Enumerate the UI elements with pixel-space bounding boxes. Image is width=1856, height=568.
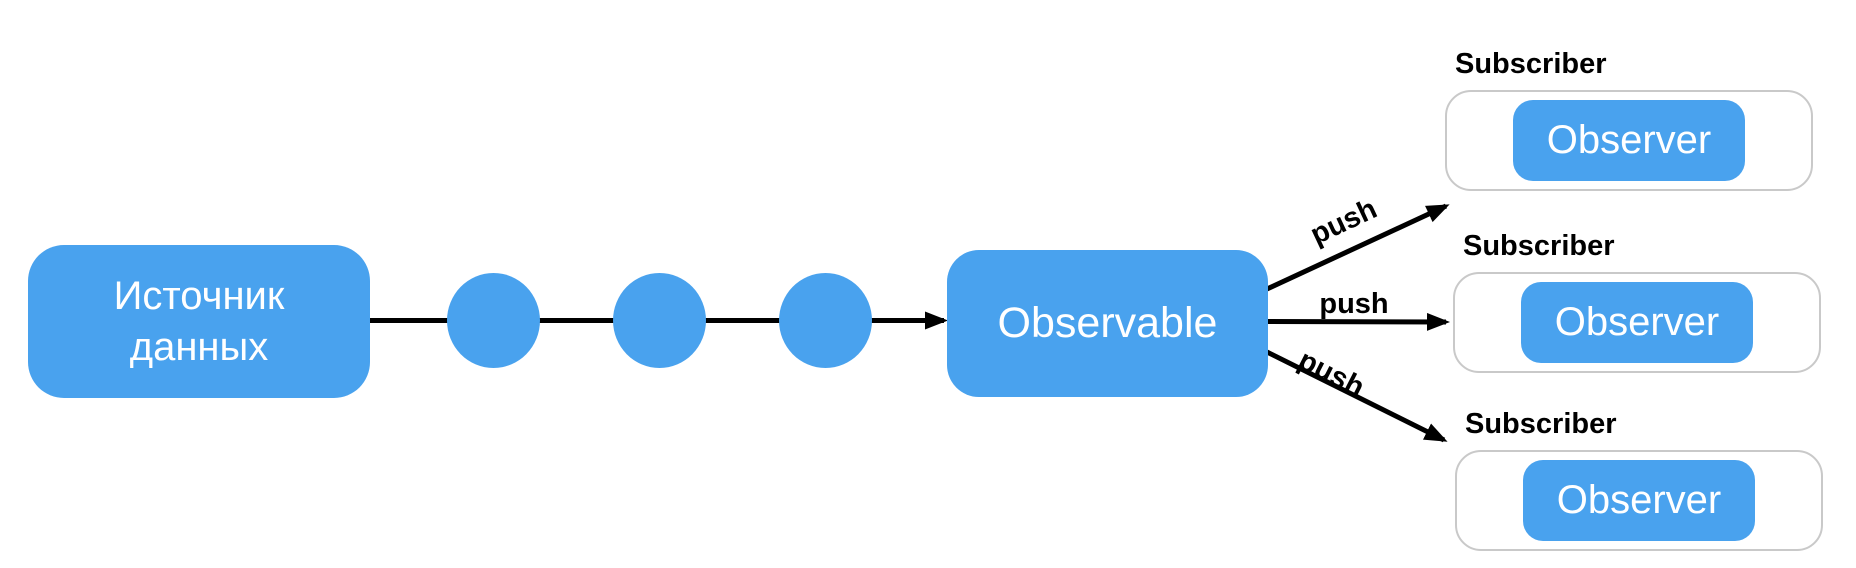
subscriber-title-3: Subscriber <box>1465 408 1617 440</box>
subscriber-box-1: Observer <box>1445 90 1813 191</box>
event-circle-2 <box>613 273 706 368</box>
push-arrow-top <box>1265 203 1450 292</box>
subscriber-title-1: Subscriber <box>1455 48 1607 80</box>
source-box-label-line1: Источник <box>113 273 285 318</box>
observable-box-label: Observable <box>997 299 1218 347</box>
observer-button-label-3: Observer <box>1556 478 1722 522</box>
observable-box: Observable <box>947 250 1268 397</box>
source-box: Источник данных <box>28 245 370 398</box>
push-arrow-bottom <box>1265 349 1448 443</box>
observer-button-3: Observer <box>1523 460 1755 541</box>
push-arrow-middle <box>1266 312 1450 331</box>
source-box-label-line2: данных <box>129 324 269 369</box>
event-circle-3 <box>779 273 872 368</box>
observer-button-1: Observer <box>1513 100 1745 181</box>
subscriber-title-2: Subscriber <box>1463 230 1615 262</box>
push-label-middle: push <box>1319 288 1389 320</box>
event-circle-1 <box>447 273 540 368</box>
observer-button-2: Observer <box>1521 282 1753 363</box>
observer-button-label-1: Observer <box>1546 118 1712 162</box>
observer-button-label-2: Observer <box>1554 300 1720 344</box>
source-box-label: Источник данных <box>114 271 285 373</box>
subscriber-box-3: Observer <box>1455 450 1823 551</box>
subscriber-box-2: Observer <box>1453 272 1821 373</box>
